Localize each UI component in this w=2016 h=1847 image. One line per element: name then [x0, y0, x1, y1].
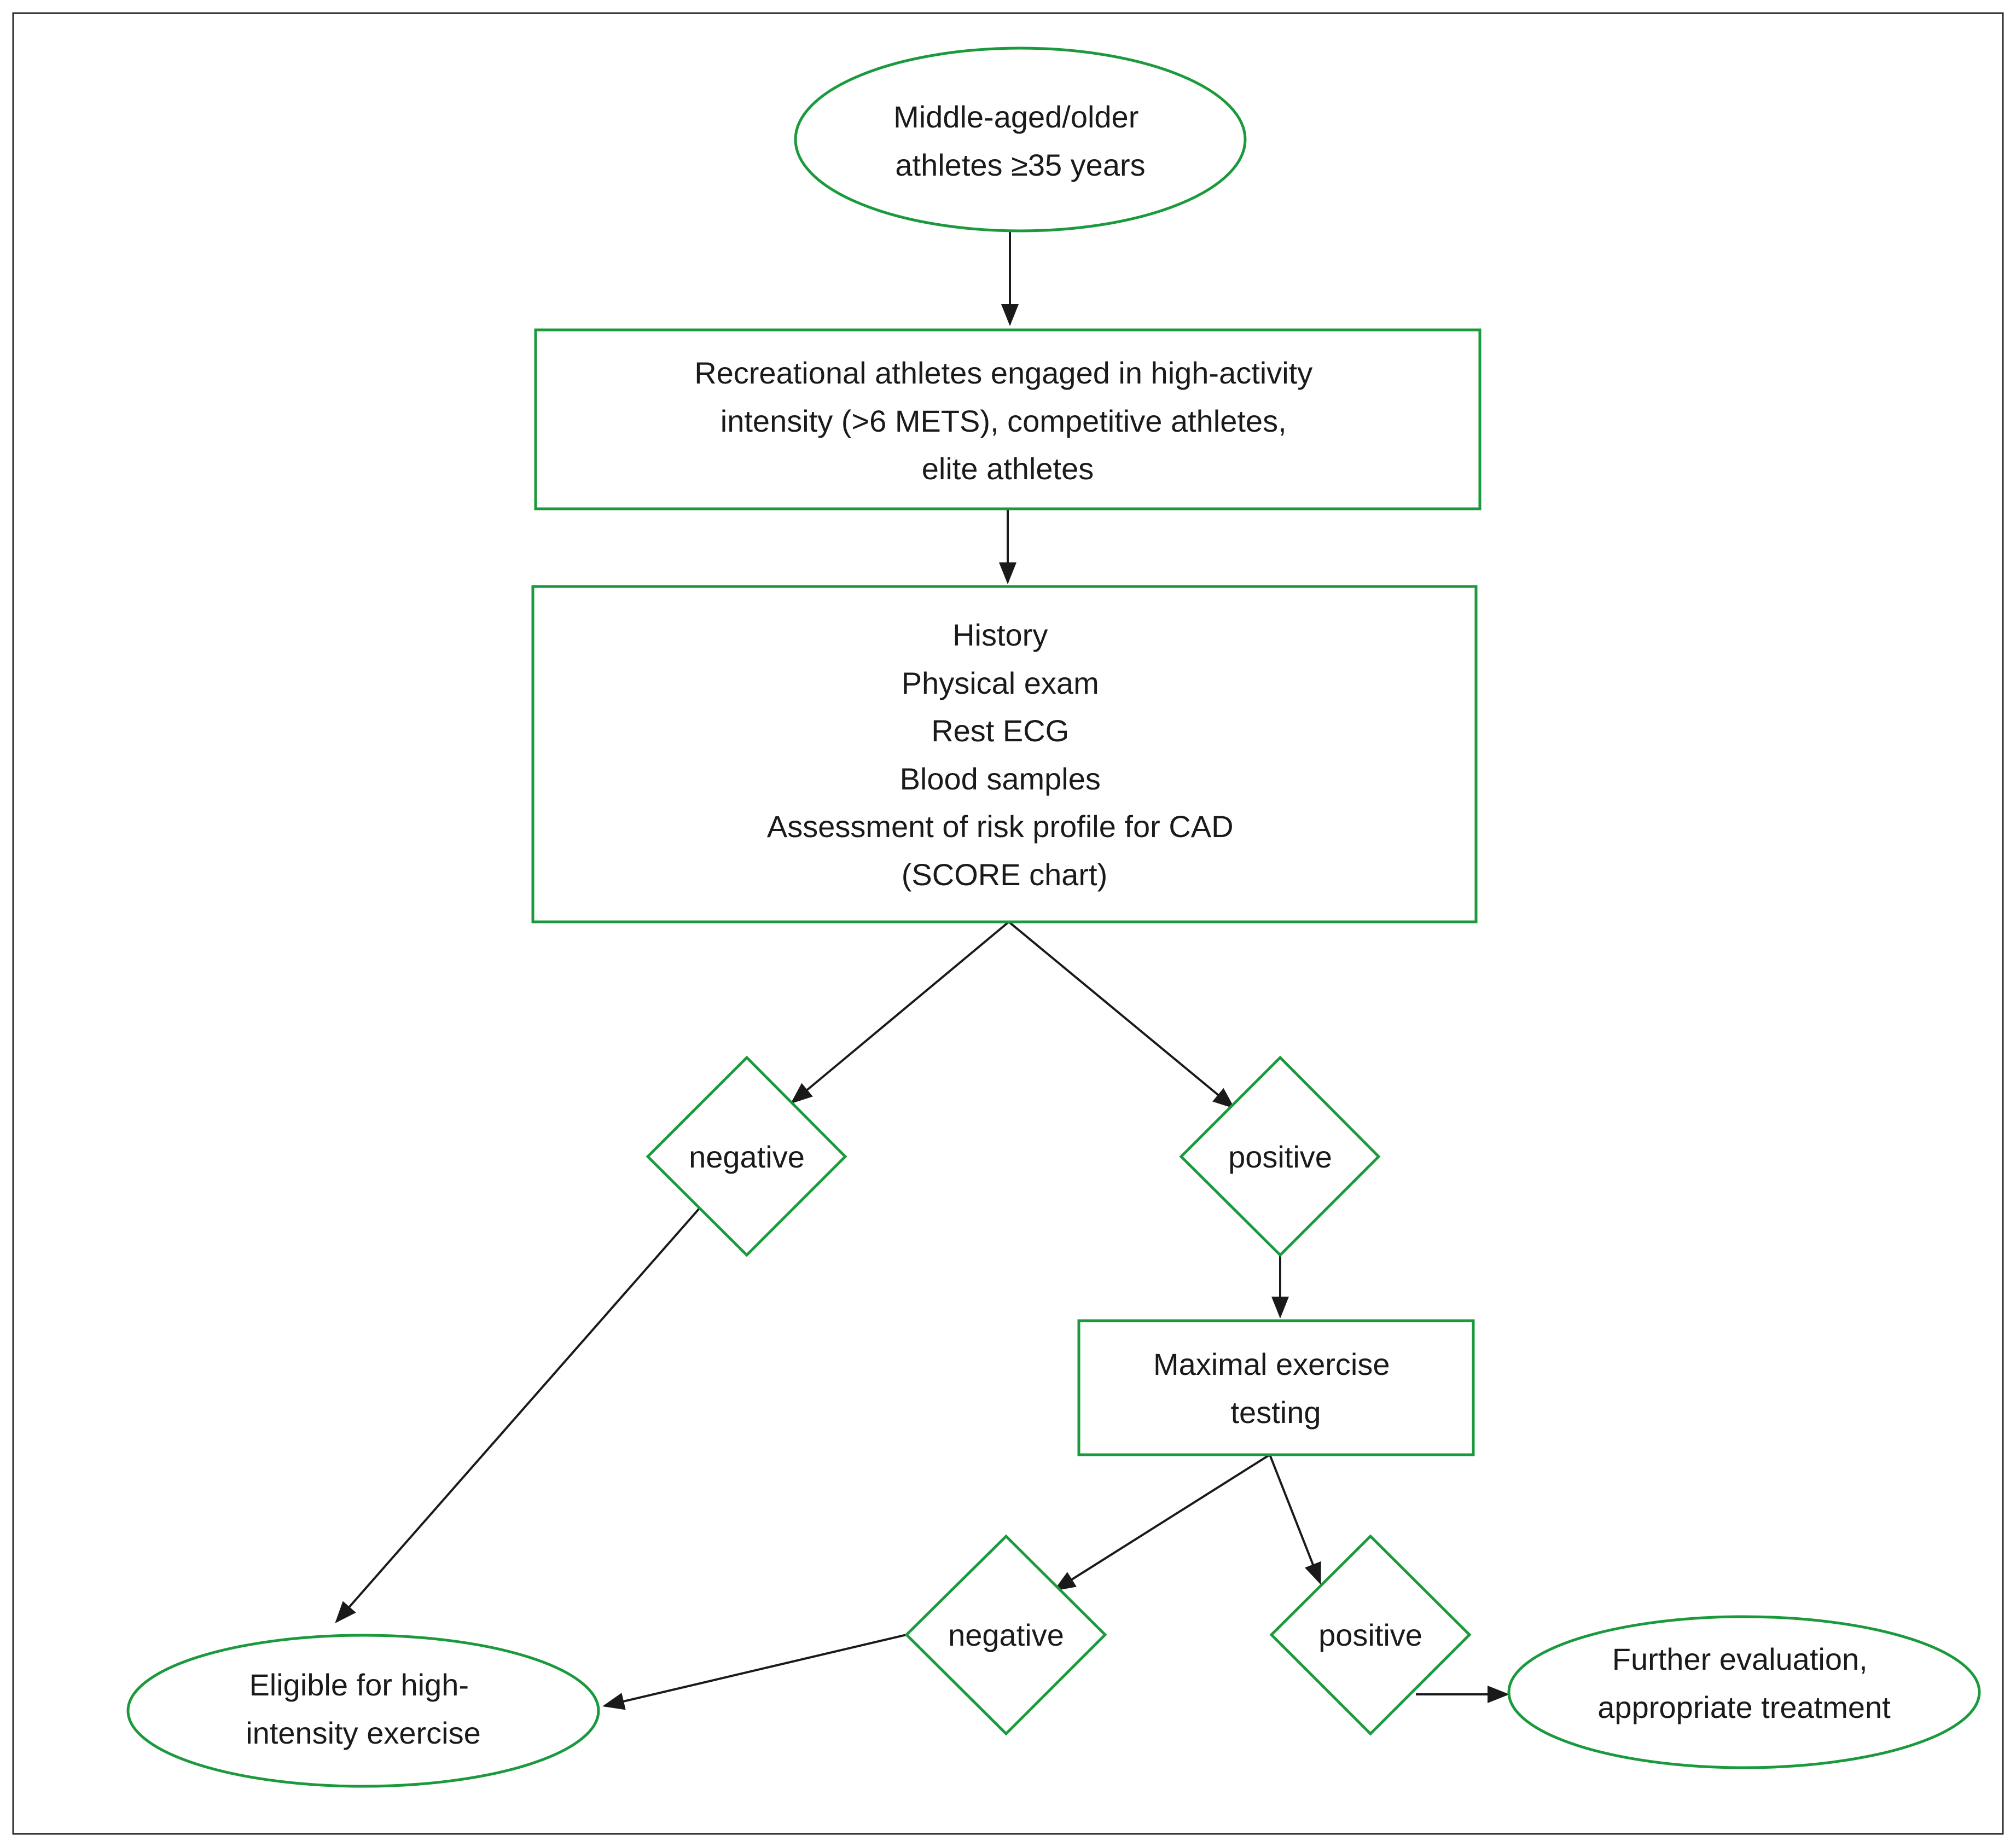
node-decision2-negative: negative: [904, 1534, 1107, 1736]
exercise-test-line-2: testing: [1231, 1395, 1321, 1430]
svg-text:History Physical exam: History Physical exam Rest ECG Blood sam…: [767, 618, 1242, 892]
node-further: Further evaluation, appropriate treatmen…: [1507, 1615, 1981, 1769]
outer-frame: [12, 12, 2004, 1835]
svg-text:Recreational athletes engaged: Recreational athletes engaged in high-ac…: [694, 356, 1321, 486]
node-start: Middle-aged/older athletes ≥35 years: [794, 47, 1247, 233]
svg-text:Middle-aged/older athlet: Middle-aged/older athletes ≥35 years: [893, 100, 1147, 182]
edge-screening-to-negative: [790, 921, 1010, 1104]
start-line-2: athletes ≥35 years: [895, 148, 1145, 182]
node-decision1-positive: positive: [1179, 1055, 1381, 1257]
screening-line-4: Blood samples: [900, 762, 1101, 796]
population-line-1: Recreational athletes engaged in high-ac…: [694, 356, 1312, 390]
svg-text:Maximal exercise testing: Maximal exercise testing: [1153, 1347, 1398, 1430]
node-decision1-negative: negative: [646, 1055, 847, 1257]
edge-negative-to-eligible: [335, 1207, 701, 1624]
screening-line-6: (SCORE chart): [902, 857, 1108, 892]
node-screening: History Physical exam Rest ECG Blood sam…: [531, 585, 1478, 924]
node-population: Recreational athletes engaged in high-ac…: [534, 328, 1482, 510]
start-line-1: Middle-aged/older: [893, 100, 1138, 134]
eligible-line-1: Eligible for high-: [249, 1668, 469, 1702]
decision1-negative-label: negative: [689, 1140, 805, 1174]
screening-line-1: History: [952, 618, 1048, 652]
further-line-1: Further evaluation,: [1612, 1642, 1868, 1676]
svg-text:Eligible for high- inten: Eligible for high- intensity exercise: [246, 1668, 481, 1750]
decision2-negative-label: negative: [948, 1618, 1064, 1652]
exercise-test-line-1: Maximal exercise: [1153, 1347, 1390, 1381]
node-eligible: Eligible for high- intensity exercise: [126, 1634, 600, 1788]
screening-line-3: Rest ECG: [931, 713, 1069, 748]
edge-exercise-test-to-negative: [1053, 1454, 1271, 1592]
population-line-3: elite athletes: [922, 451, 1094, 486]
edges: [335, 231, 1509, 1710]
edge-screening-to-positive: [1008, 921, 1235, 1109]
population-line-2: intensity (>6 METS), competitive athlete…: [721, 404, 1287, 438]
further-line-2: appropriate treatment: [1597, 1690, 1891, 1724]
node-exercise-test: Maximal exercise testing: [1077, 1319, 1475, 1456]
eligible-line-2: intensity exercise: [246, 1716, 481, 1750]
screening-line-2: Physical exam: [902, 666, 1099, 700]
decision1-positive-label: positive: [1228, 1140, 1332, 1174]
svg-text:Further evaluation, appr: Further evaluation, appropriate treatmen…: [1597, 1642, 1891, 1724]
edge-negative2-to-eligible: [602, 1634, 907, 1710]
decision2-positive-label: positive: [1318, 1618, 1422, 1652]
node-decision2-positive: positive: [1269, 1534, 1472, 1736]
edge-exercise-test-to-positive: [1269, 1454, 1321, 1585]
screening-line-5: Assessment of risk profile for CAD: [767, 809, 1234, 844]
